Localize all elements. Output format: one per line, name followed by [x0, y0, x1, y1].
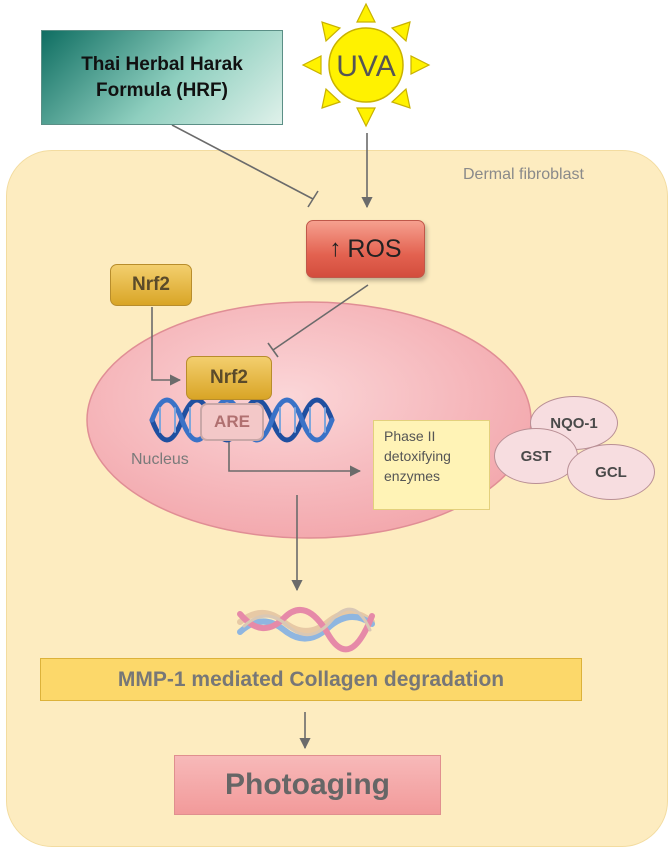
mmp-collagen-degradation-box: MMP-1 mediated Collagen degradation — [40, 658, 582, 701]
gcl-enzyme: GCL — [567, 444, 655, 500]
up-arrow-icon: ↑ — [329, 235, 342, 262]
phase2-line1: Phase II — [384, 428, 436, 444]
nrf2-translocation-arrow — [151, 307, 182, 386]
are-box: ARE — [200, 403, 264, 441]
hrf-box: Thai Herbal Harak Formula (HRF) — [41, 30, 283, 125]
collagen-fiber-icon — [237, 607, 375, 653]
ros-label: ROS — [347, 234, 402, 263]
ros-inhibit-arrow — [272, 284, 369, 351]
phase2-line2: detoxifying — [384, 448, 451, 464]
cell-label: Dermal fibroblast — [463, 166, 584, 183]
gst-enzyme: GST — [494, 428, 578, 484]
hrf-line2: Formula (HRF) — [96, 79, 228, 101]
nrf2-nucleus-box: Nrf2 — [186, 356, 272, 400]
nucleus-label: Nucleus — [131, 451, 189, 468]
ros-box: ↑ ROS — [306, 220, 425, 278]
hrf-inhibit-bar — [307, 190, 319, 208]
uva-label: UVA — [336, 50, 395, 83]
sun-icon — [301, 2, 431, 128]
hrf-line1: Thai Herbal Harak — [81, 53, 243, 75]
photoaging-box: Photoaging — [174, 755, 441, 815]
are-to-phase2-arrow — [228, 442, 362, 477]
nrf2-cytoplasm-box: Nrf2 — [110, 264, 192, 306]
phase2-enzymes-box: Phase II detoxifying enzymes — [373, 420, 490, 510]
ros-inhibit-bar — [267, 342, 279, 358]
phase2-line3: enzymes — [384, 468, 441, 484]
nqo1-enzyme: NQO-1 — [530, 396, 618, 450]
hrf-inhibit-arrow — [171, 124, 314, 200]
